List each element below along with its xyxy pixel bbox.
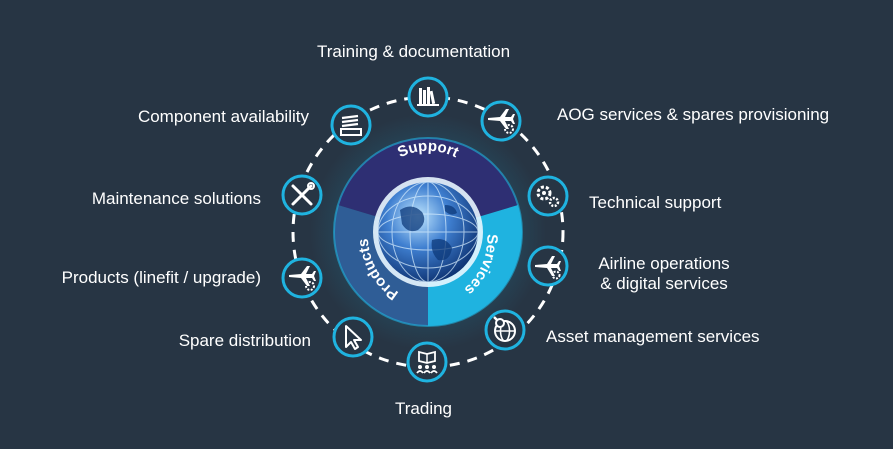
node-aog-services[interactable] xyxy=(480,100,522,142)
node-component-availability[interactable] xyxy=(330,104,372,146)
plane-icon xyxy=(527,245,569,287)
people-book-icon xyxy=(406,341,448,383)
node-products-linefit[interactable] xyxy=(281,257,323,299)
label-training-documentation: Training & documentation xyxy=(317,42,511,61)
label-airline-operations-line1: Airline operations xyxy=(598,254,730,273)
node-trading[interactable] xyxy=(406,341,448,383)
tools-icon xyxy=(281,174,323,216)
label-technical-support: Technical support xyxy=(589,193,722,212)
label-products-linefit: Products (linefit / upgrade) xyxy=(61,268,261,287)
label-maintenance-solutions: Maintenance solutions xyxy=(91,189,261,208)
node-maintenance-solutions[interactable] xyxy=(281,174,323,216)
node-technical-support[interactable] xyxy=(527,175,569,217)
label-component-availability: Component availability xyxy=(137,107,309,126)
node-airline-operations[interactable] xyxy=(527,245,569,287)
node-training-documentation[interactable] xyxy=(407,76,449,118)
label-asset-management: Asset management services xyxy=(546,327,760,346)
hub-label-support: Support xyxy=(395,138,461,162)
node-spare-distribution[interactable] xyxy=(332,316,374,358)
books-icon xyxy=(407,76,449,118)
label-spare-distribution: Spare distribution xyxy=(178,331,311,350)
label-trading: Trading xyxy=(395,399,453,418)
label-airline-operations: Airline operations & digital services xyxy=(588,254,740,294)
globe-magnifier-icon xyxy=(484,309,526,351)
plane-gear-icon xyxy=(281,257,323,299)
gears-icon xyxy=(527,175,569,217)
stack-icon xyxy=(330,104,372,146)
node-asset-management[interactable] xyxy=(484,309,526,351)
cursor-icon xyxy=(332,316,374,358)
label-airline-operations-line2: & digital services xyxy=(600,274,728,293)
plane-gear-icon xyxy=(480,100,522,142)
label-aog-services: AOG services & spares provisioning xyxy=(557,105,830,124)
globe-icon xyxy=(373,177,483,287)
